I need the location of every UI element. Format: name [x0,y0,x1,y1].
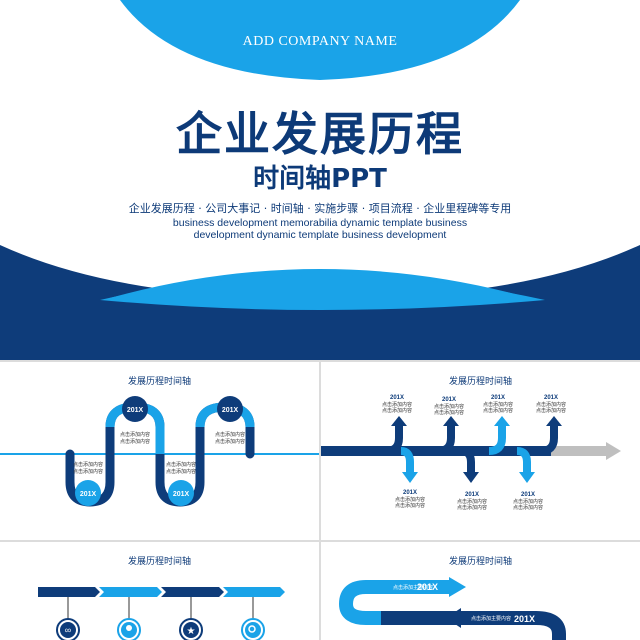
caption-text: 点击添加内容 [536,407,566,414]
year-label: 201X [222,407,239,414]
year-node [75,480,101,506]
caption-text: 点击添加内容 [483,401,513,408]
caption-text: 点击添加内容 [483,407,513,414]
location-icon [117,618,141,640]
slide-thumbnail-3[interactable]: 发展历程时间轴 ∞ ★ [0,542,319,640]
year-label: 201X [390,395,404,401]
slide-title: 发展历程时间轴 [127,377,191,387]
description: business development memorabilia dynamic… [172,217,468,241]
year-label: 201X [465,492,479,498]
year-label: 201X [80,491,97,498]
caption-text: 点击添加内容 [215,431,245,438]
link-icon: ∞ [56,618,80,640]
svg-text:★: ★ [187,626,196,637]
caption-text: 点击添加内容 [536,401,566,408]
company-name: ADD COMPANY NAME [242,34,398,49]
slide-title: 发展历程时间轴 [127,557,191,567]
year-label: 201X [403,490,417,496]
row-year: 201X [417,582,438,592]
cover-slide: ADD COMPANY NAME 企业发展历程 时间轴PPT 企业发展历程 · … [0,0,640,360]
page-title: 企业发展历程 [176,107,464,161]
caption-text: 点击添加内容 [395,496,425,503]
caption-text: 点击添加内容 [166,468,196,475]
caption-text: 点击添加内容 [434,403,464,410]
row-year: 201X [514,614,535,624]
caption-text: 点击添加内容 [395,502,425,509]
year-node [122,396,148,422]
s-curve-timeline: 点击添加主要内容 201X 点击添加主要内容 201X [338,577,566,640]
keywords-line: 企业发展历程 · 公司大事记 · 时间轴 · 实施步骤 · 项目流程 · 企业里… [128,202,512,215]
year-node [217,396,243,422]
year-label: 201X [127,407,144,414]
slide-thumbnail-4[interactable]: 发展历程时间轴 点击添加主要内容 201X 点击添加主要内容 201X [321,542,640,640]
year-label: 201X [521,492,535,498]
arrow-timeline: 201X 201X 201X 201X 201X 201X 201X 点击添加内… [321,395,621,511]
svg-text:∞: ∞ [65,625,71,635]
year-node [168,480,194,506]
row-caption: 点击添加主要内容 [393,584,433,591]
star-icon: ★ [179,618,203,640]
search-icon [241,618,265,640]
icon-steps: ∞ ★ [38,587,285,640]
caption-text: 点击添加内容 [382,401,412,408]
caption-text: 点击添加内容 [120,438,150,445]
slide-title: 发展历程时间轴 [448,557,512,567]
caption-text: 点击添加内容 [513,504,543,511]
caption-text: 点击添加内容 [215,438,245,445]
cover-background [0,0,640,360]
year-label: 201X [173,491,190,498]
caption-text: 点击添加内容 [457,498,487,505]
year-label: 201X [442,397,456,403]
page-subtitle: 时间轴PPT [253,164,387,194]
divider [319,360,321,640]
caption-text: 点击添加内容 [73,461,103,468]
caption-text: 点击添加内容 [120,431,150,438]
slide-thumbnail-2[interactable]: 发展历程时间轴 201X 201X 201X 201X 201X 201X 20… [321,362,640,540]
slide-thumbnail-1[interactable]: 发展历程时间轴 201X 201X 201X 201X 点击添加内容 点击添加内… [0,362,319,540]
divider [0,540,640,542]
caption-text: 点击添加内容 [382,407,412,414]
slide-title: 发展历程时间轴 [448,377,512,387]
caption-text: 点击添加内容 [513,498,543,505]
caption-text: 点击添加内容 [73,468,103,475]
wave-timeline: 201X 201X 201X 201X 点击添加内容 点击添加内容 点击添加内容… [0,396,319,507]
row-caption: 点击添加主要内容 [471,615,511,622]
year-label: 201X [491,395,505,401]
caption-text: 点击添加内容 [457,504,487,511]
caption-text: 点击添加内容 [166,461,196,468]
year-label: 201X [544,395,558,401]
caption-text: 点击添加内容 [434,409,464,416]
